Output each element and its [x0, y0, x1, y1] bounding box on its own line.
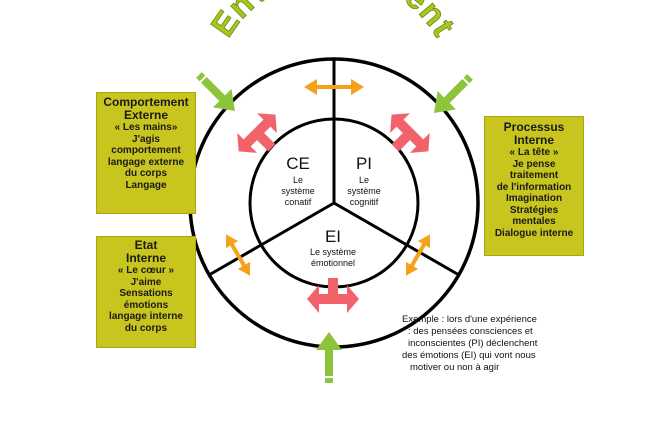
example-line: motiver ou non à agir [410, 362, 500, 373]
box-ce-line: du corps [124, 168, 168, 179]
example-line: inconscientes (PI) déclenchent [408, 338, 538, 349]
box-processus-interne: Processus Interne « La tête » Je pense t… [484, 116, 584, 256]
divider-lower-right [333, 201, 460, 277]
box-comportement-externe: Comportement Externe « Les mains» J'agis… [96, 92, 196, 214]
box-ce-line: langage externe [107, 156, 185, 168]
box-ce-line: Langage [125, 179, 167, 191]
box-pi-line: Je pense [512, 158, 556, 170]
box-ce-title-2: Externe [123, 108, 169, 122]
box-pi-line: traitement [509, 170, 559, 181]
orange-double-arrow-top [304, 79, 364, 95]
red-arrow-ce [237, 113, 277, 153]
box-ce-title-1: Comportement [103, 95, 189, 109]
red-arrow-pi [390, 113, 430, 153]
ce-line-1: Le [293, 175, 303, 185]
box-ei-title-2: Interne [125, 251, 166, 265]
orange-double-arrow-right [405, 234, 431, 276]
box-ei-line: du corps [124, 322, 168, 334]
ei-line-2: émotionnel [311, 258, 355, 268]
example-line: Exemple : lors d'une expérience [402, 314, 537, 325]
box-pi-line: mentales [512, 216, 556, 227]
example-line: des émotions (EI) qui vont nous [402, 350, 536, 361]
box-pi-line: de l'information [496, 181, 572, 193]
green-arrow-top-right [434, 74, 473, 113]
orange-double-arrow-left [225, 234, 251, 276]
box-ei-line: langage interne [109, 311, 183, 322]
sector-ei-label: EI Le système émotionnel [310, 227, 356, 268]
green-arrow-top-left [196, 72, 235, 111]
divider-lower-left [208, 201, 335, 277]
green-arrow-bottom [316, 332, 342, 383]
sector-pi-label: PI Le système cognitif [347, 154, 381, 207]
box-ce-line: J'agis [132, 133, 160, 145]
example-line: : des pensées consciences et [408, 326, 533, 337]
ei-abbr: EI [325, 227, 341, 246]
pi-line-2: système [347, 186, 381, 196]
box-ce-line: « Les mains» [114, 122, 178, 133]
ce-line-2: système [281, 186, 315, 196]
box-pi-line: Imagination [505, 193, 563, 204]
box-ei-line: émotions [123, 299, 169, 311]
box-pi-title-1: Processus [503, 120, 565, 134]
pi-line-3: cognitif [350, 197, 379, 207]
ce-line-3: conatif [285, 197, 312, 207]
box-ei-title-1: Etat [134, 238, 158, 252]
box-pi-title-2: Interne [513, 133, 554, 147]
pi-line-1: Le [359, 175, 369, 185]
box-pi-line: « La tête » [509, 147, 559, 158]
box-etat-interne: Etat Interne « Le cœur » J'aime Sensatio… [96, 236, 196, 348]
box-ei-line: J'aime [130, 276, 162, 288]
box-ei-line: Sensations [119, 288, 173, 299]
red-arrow-ei [307, 278, 359, 313]
box-pi-line: Stratégies [509, 204, 559, 216]
example-note: Exemple : lors d'une expérience : des pe… [402, 314, 572, 374]
pi-abbr: PI [356, 154, 372, 173]
sector-ce-label: CE Le système conatif [281, 154, 315, 207]
box-ei-line: « Le cœur » [117, 265, 175, 276]
ce-abbr: CE [286, 154, 310, 173]
box-ce-line: comportement [111, 145, 181, 156]
ei-line-1: Le système [310, 247, 356, 257]
box-pi-line: Dialogue interne [494, 227, 574, 239]
environment-title: Environnement [203, 0, 463, 43]
